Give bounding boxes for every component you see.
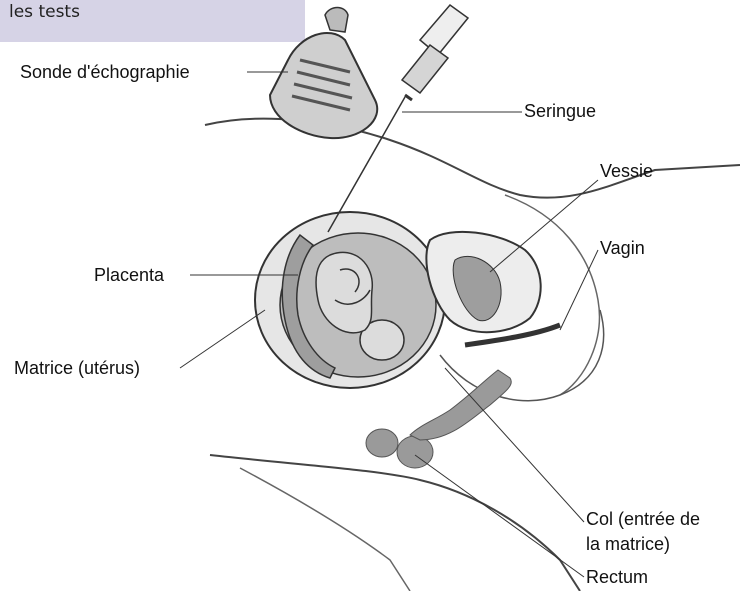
bladder-leader (490, 180, 598, 272)
uterus-leader (180, 310, 265, 368)
abdomen-outline (205, 119, 740, 198)
rectum (366, 370, 511, 468)
rectum-leader (415, 455, 584, 577)
probe-label: Sonde d'échographie (20, 61, 190, 83)
back-outline (210, 455, 580, 591)
ultrasound-probe (270, 8, 377, 139)
cervix-label-line1: Col (entrée de (586, 508, 700, 530)
rectum-label: Rectum (586, 566, 648, 588)
syringe-label: Seringue (524, 100, 596, 122)
back-inner-outline (240, 468, 410, 591)
bladder-label: Vessie (600, 160, 653, 182)
cervix-leader (445, 368, 584, 522)
placenta-label: Placenta (94, 264, 164, 286)
vagina-leader (560, 250, 598, 330)
cervix-label-line2: la matrice) (586, 533, 670, 555)
vagina-label: Vagin (600, 237, 645, 259)
uterus-label: Matrice (utérus) (14, 357, 140, 379)
